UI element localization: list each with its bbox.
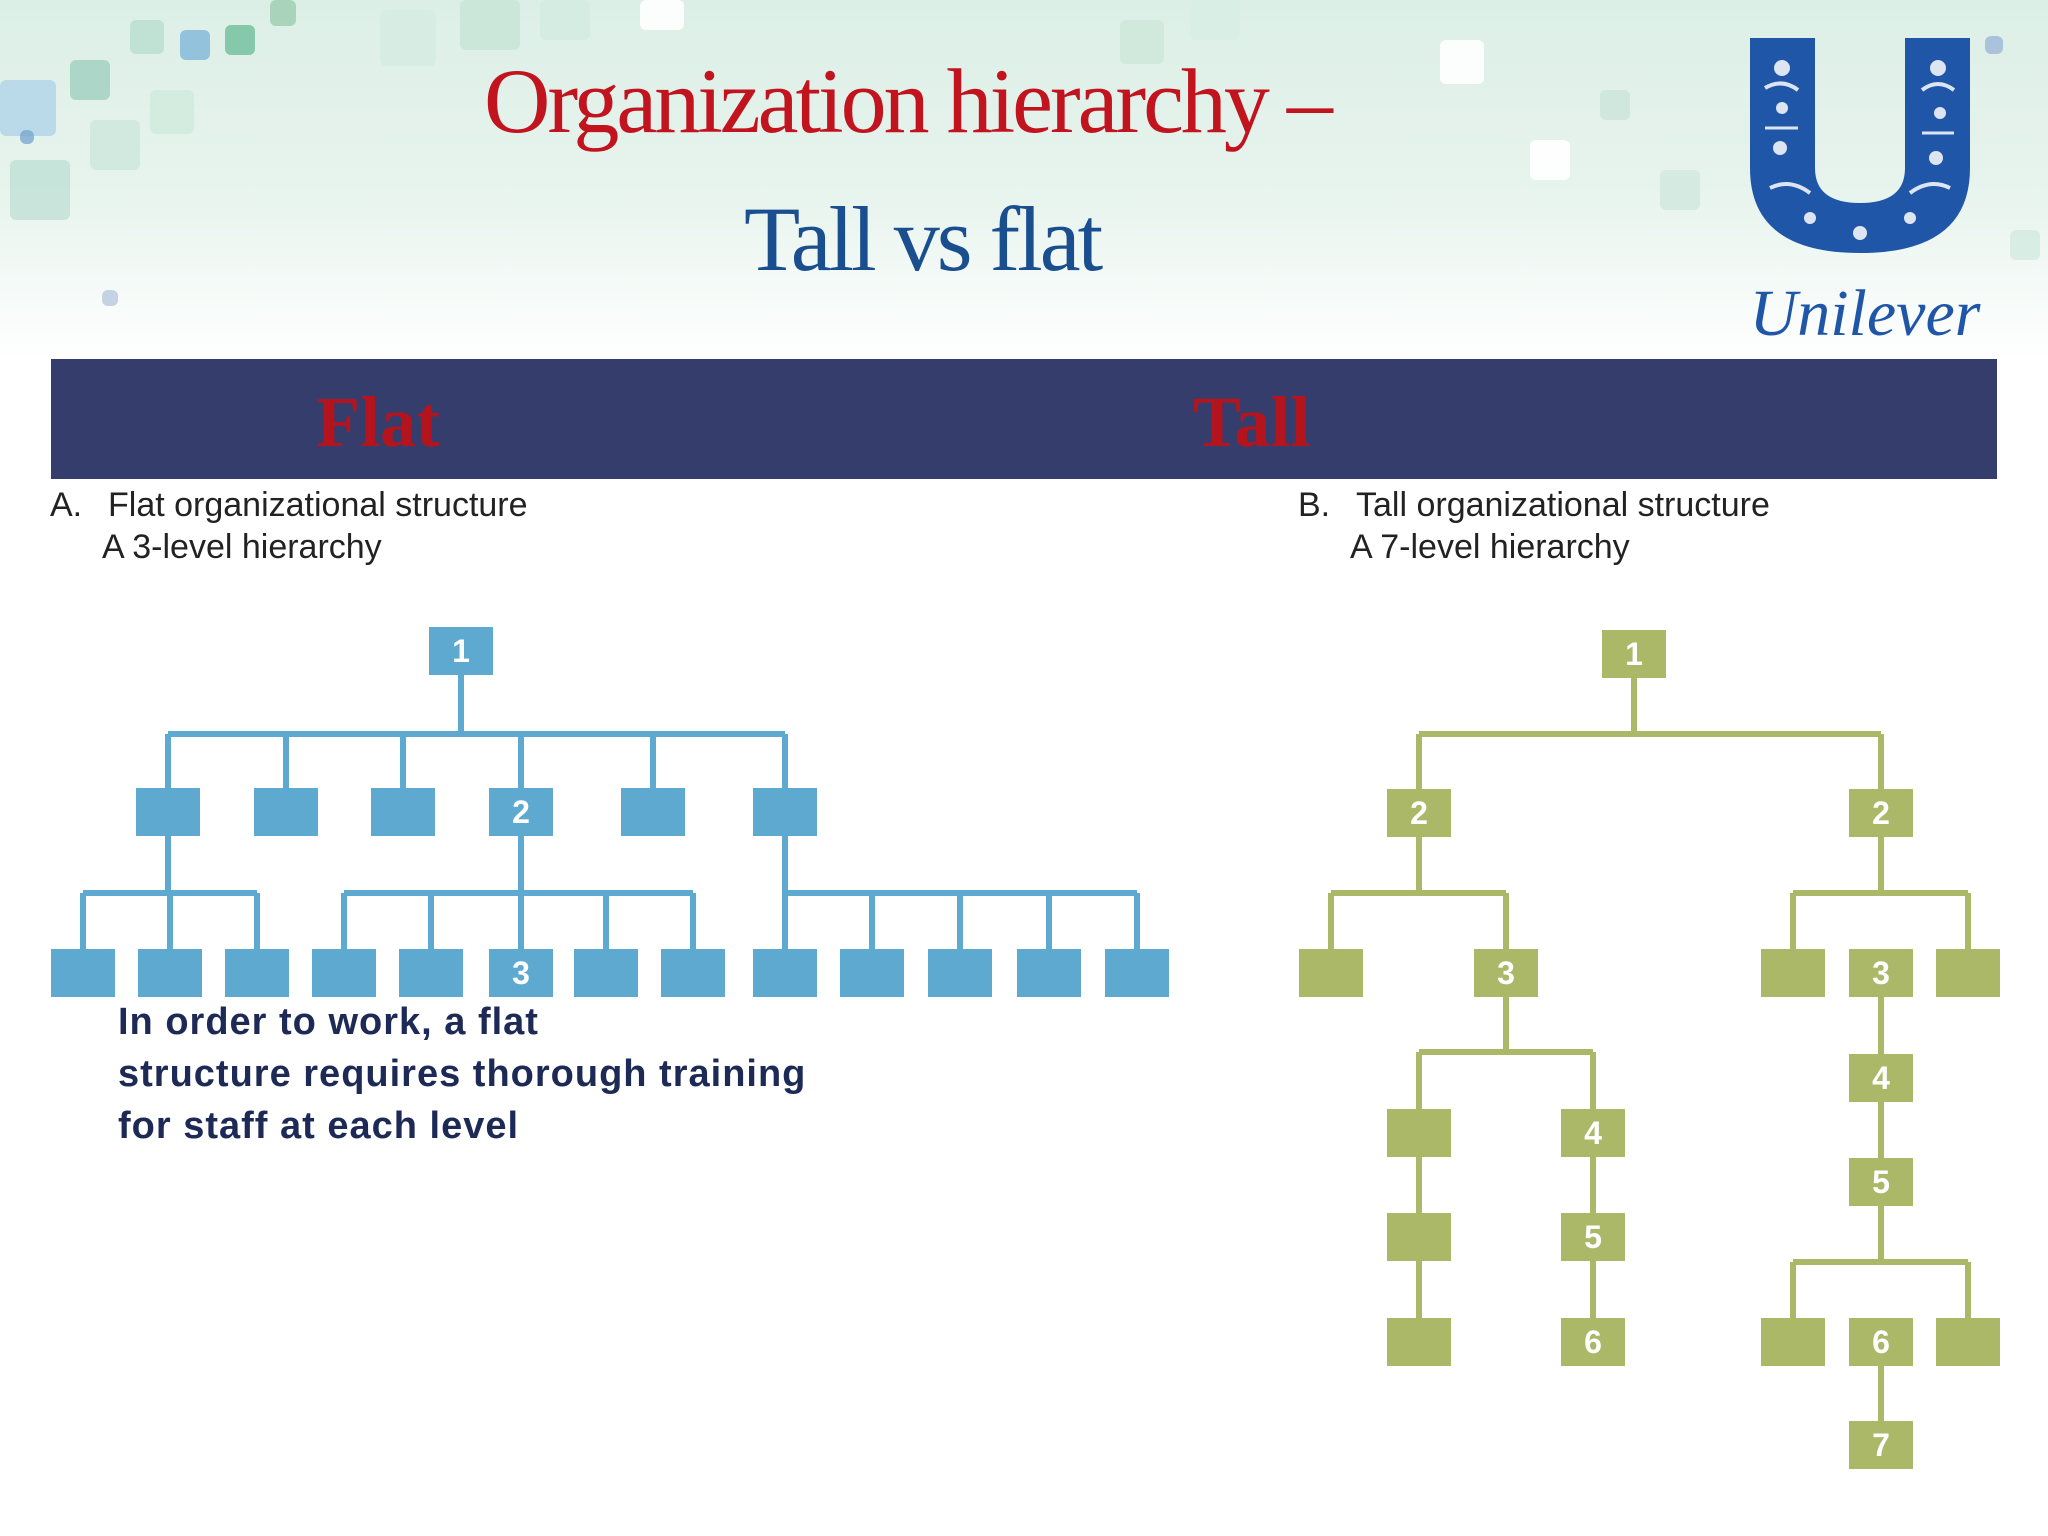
note-line-3: for staff at each level — [118, 1105, 520, 1147]
decor-square — [0, 80, 56, 136]
org-box — [429, 627, 493, 675]
decor-square — [150, 90, 194, 134]
org-box-level-label: 4 — [1872, 1060, 1890, 1096]
org-box — [1602, 630, 1666, 678]
org-box-level-label: 5 — [1584, 1219, 1602, 1255]
flat-org-chart: 1 2 3 — [51, 627, 1169, 997]
org-box — [371, 788, 435, 836]
org-box-level-label: 6 — [1872, 1324, 1890, 1360]
decor-square — [380, 10, 436, 66]
decor-square — [460, 0, 520, 50]
org-box — [1561, 1318, 1625, 1366]
decor-square — [90, 120, 140, 170]
org-box — [1017, 949, 1081, 997]
org-box — [1387, 1318, 1451, 1366]
org-box-level-label: 4 — [1584, 1115, 1602, 1151]
comparison-header-bar: Flat Tall — [51, 359, 1997, 479]
flat-caption-line2: A 3-level hierarchy — [102, 528, 382, 566]
decor-square — [130, 20, 164, 54]
org-box — [1761, 1318, 1825, 1366]
org-box — [254, 788, 318, 836]
org-box — [1936, 1318, 2000, 1366]
org-box — [138, 949, 202, 997]
org-box — [1849, 949, 1913, 997]
note-line-2: structure requires thorough training — [118, 1053, 807, 1095]
flat-structure-note: In order to work, a flat structure requi… — [118, 996, 806, 1152]
note-line-1: In order to work, a flat — [118, 1001, 539, 1043]
decor-square — [225, 25, 255, 55]
org-box — [1105, 949, 1169, 997]
slide-title-line2: Tall vs flat — [744, 188, 1103, 290]
org-box-level-label: 3 — [1872, 955, 1890, 991]
org-box — [753, 788, 817, 836]
org-box-level-label: 3 — [512, 955, 530, 991]
org-box — [621, 788, 685, 836]
org-box — [1849, 1054, 1913, 1102]
decor-square — [102, 290, 118, 306]
org-box — [1849, 1421, 1913, 1469]
org-box — [489, 788, 553, 836]
header-label-tall: Tall — [1193, 382, 1311, 462]
org-box — [1849, 1158, 1913, 1206]
org-box — [1474, 949, 1538, 997]
decor-square — [1120, 20, 1164, 64]
decor-square — [540, 0, 590, 40]
decor-square — [1660, 170, 1700, 210]
org-box-level-label: 2 — [1410, 795, 1428, 831]
org-box — [136, 788, 200, 836]
decor-square — [1440, 40, 1484, 84]
org-box — [489, 949, 553, 997]
decor-square — [1985, 36, 2003, 54]
org-box-level-label: 5 — [1872, 1164, 1890, 1200]
header-label-flat: Flat — [316, 382, 440, 462]
org-box-level-label: 2 — [1872, 795, 1890, 831]
decor-square — [1530, 140, 1570, 180]
tall-org-chart: 1 2 2 3 3 4 4 5 5 6 6 7 — [1299, 630, 2000, 1469]
decor-square — [20, 130, 34, 144]
org-box — [1936, 949, 2000, 997]
org-box — [661, 949, 725, 997]
org-box — [1387, 1213, 1451, 1261]
org-box — [1561, 1213, 1625, 1261]
brand-wordmark: Unilever — [1749, 277, 1981, 350]
org-box — [1561, 1109, 1625, 1157]
decor-square — [1190, 0, 1240, 40]
org-box — [1299, 949, 1363, 997]
decor-square — [640, 0, 684, 30]
decor-square — [10, 160, 70, 220]
org-box — [399, 949, 463, 997]
flat-caption-letter: A. — [50, 486, 83, 524]
slide-title-line1: Organization hierarchy – — [484, 50, 1333, 152]
org-box — [51, 949, 115, 997]
decor-square — [70, 60, 110, 100]
org-box — [312, 949, 376, 997]
org-box — [1849, 789, 1913, 837]
tall-caption-line2: A 7-level hierarchy — [1350, 528, 1630, 566]
org-box — [753, 949, 817, 997]
org-box — [1849, 1318, 1913, 1366]
org-box — [1387, 789, 1451, 837]
org-box-level-label: 6 — [1584, 1324, 1602, 1360]
org-box-level-label: 1 — [1625, 636, 1643, 672]
decor-square — [2010, 230, 2040, 260]
org-box — [574, 949, 638, 997]
tall-caption-line1: Tall organizational structure — [1356, 486, 1770, 524]
decorative-background-band — [0, 0, 2048, 360]
org-box — [225, 949, 289, 997]
org-box-level-label: 3 — [1497, 955, 1515, 991]
org-box — [928, 949, 992, 997]
org-box-level-label: 2 — [512, 794, 530, 830]
org-box — [1761, 949, 1825, 997]
org-box — [1387, 1109, 1451, 1157]
tall-caption-letter: B. — [1298, 486, 1331, 524]
flat-caption-line1: Flat organizational structure — [108, 486, 528, 524]
unilever-logo-icon — [1750, 38, 1970, 253]
org-box-level-label: 7 — [1872, 1427, 1890, 1463]
decor-square — [270, 0, 296, 26]
org-box — [840, 949, 904, 997]
decor-square — [180, 30, 210, 60]
org-box-level-label: 1 — [452, 633, 470, 669]
decor-square — [1600, 90, 1630, 120]
